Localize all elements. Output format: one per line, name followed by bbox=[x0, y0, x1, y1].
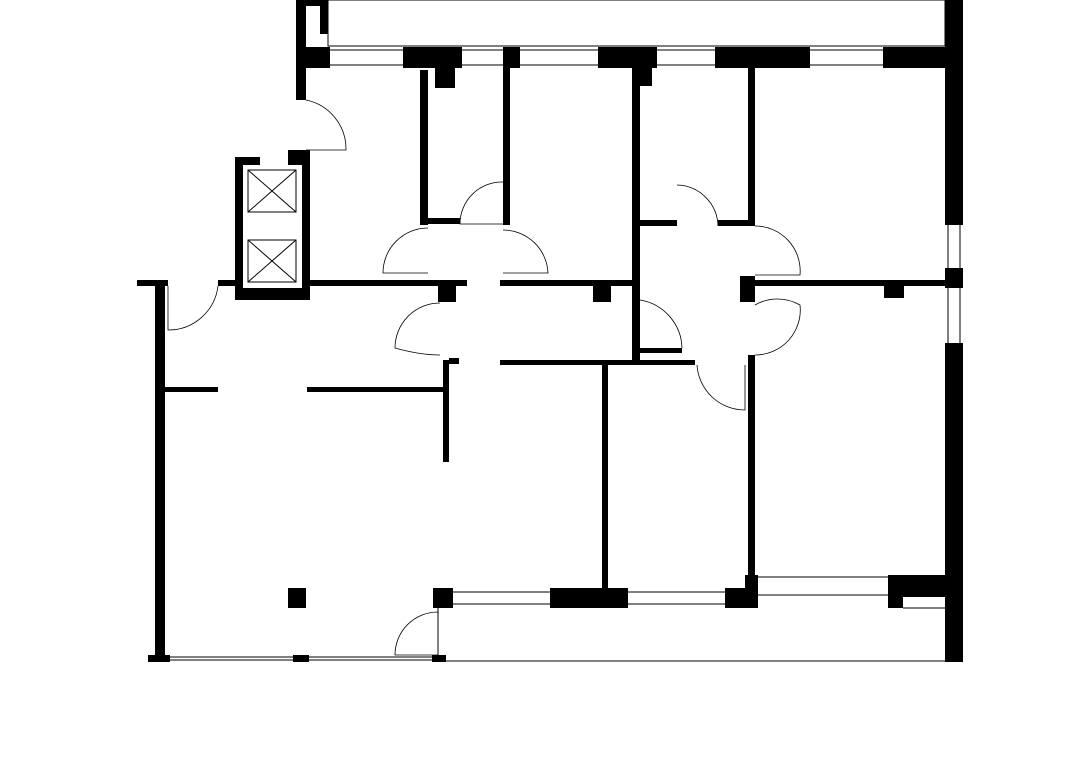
doors bbox=[167, 99, 801, 656]
column bbox=[288, 588, 306, 608]
windows bbox=[170, 49, 961, 662]
interior-walls bbox=[165, 47, 945, 608]
stair-core bbox=[235, 150, 310, 300]
